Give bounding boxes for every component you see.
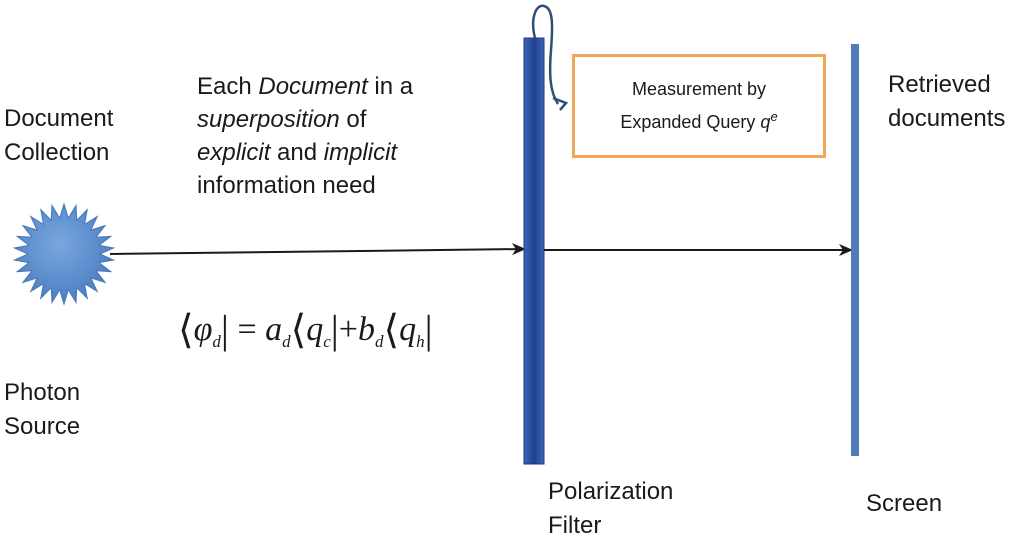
polarization-filter-line2: Filter bbox=[548, 512, 602, 539]
screen-label: Screen bbox=[866, 490, 943, 517]
polarization-filter-bar bbox=[523, 37, 545, 465]
measurement-box-line1: Measurement by bbox=[631, 79, 767, 99]
superposition-description: Each Document in a superposition of expl… bbox=[197, 70, 413, 202]
measurement-connector-tip bbox=[552, 96, 569, 111]
photon-source-label: Photon Source bbox=[4, 376, 80, 444]
measurement-box: Measurement by Expanded Query qe bbox=[572, 54, 826, 158]
screen-bar bbox=[851, 44, 859, 456]
beam-to-filter-arrow bbox=[109, 243, 526, 256]
description-line4: information need bbox=[197, 172, 376, 199]
superposition-formula: ⟨φd| = ad⟨qc|+bd⟨qh| bbox=[178, 307, 433, 352]
photon-source-line2: Source bbox=[4, 413, 81, 440]
photon-source-star bbox=[12, 202, 116, 306]
description-line3: explicit and implicit bbox=[197, 139, 398, 166]
retrieved-documents-line2: documents bbox=[888, 105, 1006, 132]
retrieved-documents-line1: Retrieved bbox=[888, 71, 991, 98]
document-collection-line1: Document bbox=[4, 105, 114, 132]
retrieved-documents-label: Retrieved documents bbox=[888, 68, 1005, 136]
measurement-box-line2: Expanded Query qe bbox=[620, 109, 778, 132]
description-line1: Each Document in a bbox=[197, 73, 414, 100]
document-collection-line2: Collection bbox=[4, 139, 110, 166]
polarization-filter-label: Polarization Filter bbox=[548, 475, 673, 543]
polarization-filter-line1: Polarization bbox=[548, 478, 674, 505]
description-line2: superposition of bbox=[197, 106, 367, 133]
photon-source-line1: Photon bbox=[4, 379, 81, 406]
document-collection-label: Document Collection bbox=[4, 102, 113, 170]
measurement-connector-curve bbox=[531, 4, 560, 105]
